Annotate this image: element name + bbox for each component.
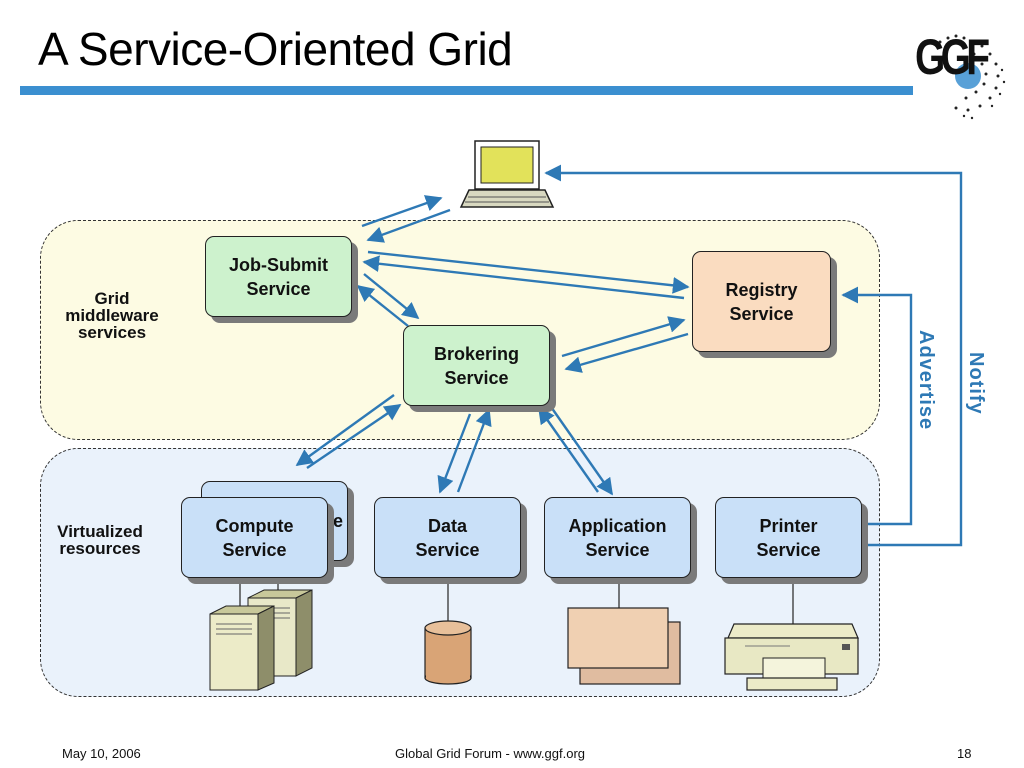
arrow-data-to-brokering bbox=[456, 408, 492, 493]
notify-line bbox=[544, 164, 963, 547]
brokering-service: Brokering Service bbox=[403, 325, 550, 406]
service-label: Job-Submit bbox=[229, 254, 328, 275]
compute-servers-icon bbox=[209, 589, 313, 691]
service-label: Data bbox=[427, 515, 467, 536]
service-label: Service bbox=[415, 539, 480, 560]
laptop-icon bbox=[459, 140, 555, 208]
arrow-compute-to-brokering bbox=[306, 404, 402, 469]
service-label: Application bbox=[568, 515, 667, 536]
slide-title: A Service-Oriented Grid bbox=[38, 23, 513, 75]
arrow-brokering-to-data bbox=[437, 413, 472, 494]
arrow-laptop-to-jobsubmit bbox=[366, 208, 451, 243]
arrow-brokering-to-registry bbox=[561, 316, 686, 358]
arrow-brokering-to-compute bbox=[295, 394, 395, 466]
title-bar bbox=[20, 86, 913, 95]
zone-label-line: resources bbox=[59, 539, 141, 558]
advertise-line bbox=[841, 286, 913, 526]
service-label: Service bbox=[246, 278, 311, 299]
zone-label-line: middleware bbox=[65, 306, 159, 325]
zone-label-line: Grid bbox=[94, 289, 130, 308]
application-service: Application Service bbox=[544, 497, 691, 578]
service-label: Service bbox=[756, 539, 821, 560]
job-submit-service: Job-Submit Service bbox=[205, 236, 352, 317]
arrow-jobsubmit-to-laptop bbox=[361, 195, 443, 228]
application-documents-icon bbox=[567, 607, 681, 685]
arrow-application-to-brokering bbox=[538, 406, 599, 493]
arrow-registry-to-jobsubmit bbox=[362, 255, 685, 300]
arrow-jobsubmit-to-registry bbox=[367, 250, 690, 294]
ggf-logo: GGF bbox=[912, 24, 1012, 120]
footer-center: Global Grid Forum - www.ggf.org bbox=[395, 746, 586, 761]
service-label: Registry bbox=[725, 279, 798, 300]
service-label: Brokering bbox=[433, 343, 520, 364]
service-label: Service bbox=[222, 539, 287, 560]
registry-service: Registry Service bbox=[692, 251, 831, 352]
compute-service: Compute Service bbox=[181, 497, 328, 578]
notify-label: Notify bbox=[965, 352, 987, 415]
footer-page-number: 18 bbox=[957, 746, 972, 761]
printer-icon bbox=[724, 623, 859, 691]
data-service: Data Service bbox=[374, 497, 521, 578]
middleware-zone-label: Grid middleware services bbox=[52, 290, 172, 341]
arrow-brokering-to-application bbox=[548, 403, 613, 496]
zone-label-line: services bbox=[77, 323, 147, 342]
printer-service: Printer Service bbox=[715, 497, 862, 578]
service-label: Printer bbox=[759, 515, 818, 536]
arrow-brokering-to-jobsubmit bbox=[356, 284, 409, 327]
logo-text: GGF bbox=[915, 29, 990, 85]
database-icon bbox=[424, 620, 472, 685]
footer-date: May 10, 2006 bbox=[62, 746, 141, 761]
service-label: Service bbox=[444, 367, 509, 388]
arrow-registry-to-brokering bbox=[564, 332, 689, 373]
logo-dots-icon bbox=[938, 34, 1006, 120]
service-label: Compute bbox=[215, 515, 294, 536]
service-label: Service bbox=[585, 539, 650, 560]
resources-zone-label: Virtualized resources bbox=[44, 523, 156, 557]
zone-label-line: Virtualized bbox=[57, 522, 143, 541]
service-label: Service bbox=[729, 303, 794, 324]
arrow-jobsubmit-to-brokering bbox=[363, 273, 420, 320]
advertise-label: Advertise bbox=[915, 330, 937, 431]
